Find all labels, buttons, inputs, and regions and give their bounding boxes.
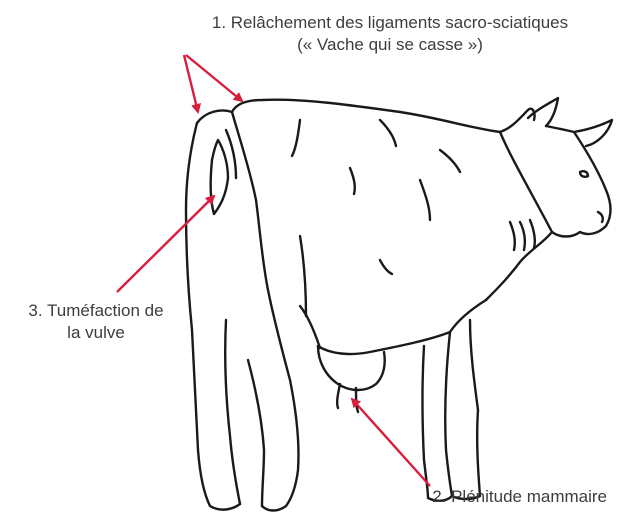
- label-vulva: 3. Tuméfaction de la vulve: [6, 300, 186, 344]
- arrow-vulva: [117, 196, 214, 292]
- label-vulva-line2: la vulve: [6, 322, 186, 344]
- label-ligaments: 1. Relâchement des ligaments sacro-sciat…: [165, 12, 615, 56]
- label-ligaments-line1: 1. Relâchement des ligaments sacro-sciat…: [165, 12, 615, 34]
- label-udder: 2. Plénitude mammaire: [432, 486, 607, 508]
- arrow-udder: [352, 399, 430, 486]
- label-ligaments-line2: (« Vache qui se casse »): [165, 34, 615, 56]
- label-vulva-line1: 3. Tuméfaction de: [6, 300, 186, 322]
